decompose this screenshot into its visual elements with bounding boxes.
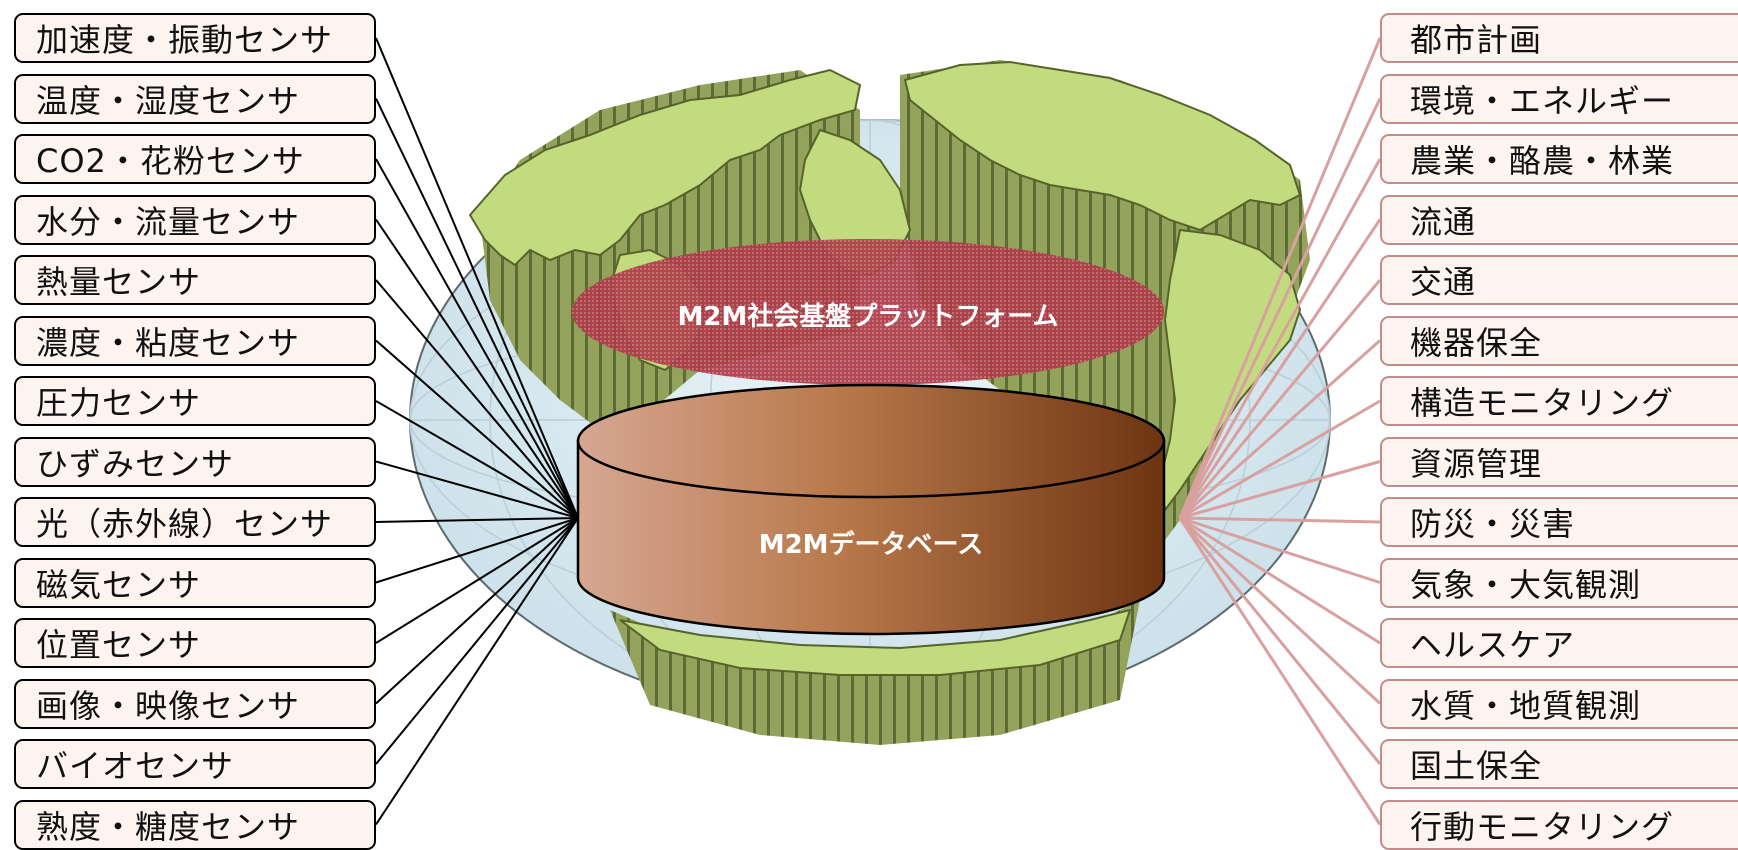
application-connector: [1179, 516, 1381, 524]
application-connector: [1179, 460, 1381, 520]
sensor-item: 濃度・粘度センサ: [14, 315, 376, 366]
sensor-item: 温度・湿度センサ: [14, 73, 376, 124]
sensor-connector: [375, 400, 579, 519]
sensor-item: 画像・映像センサ: [14, 678, 376, 729]
application-connector: [1179, 339, 1381, 520]
sensor-connector: [375, 218, 579, 519]
application-item: 機器保全: [1380, 315, 1738, 366]
application-connector: [1178, 158, 1382, 519]
application-item: 都市計画: [1380, 13, 1738, 63]
application-connector: [1179, 399, 1381, 520]
application-connector: [1178, 516, 1382, 705]
application-connector: [1179, 516, 1381, 584]
platform-ellipse: [572, 239, 1164, 385]
sensor-connector: [375, 517, 579, 826]
sensor-connector: [375, 158, 579, 519]
application-item: 資源管理: [1380, 436, 1738, 487]
sensor-connector: [375, 517, 579, 705]
connector-lines: [375, 37, 1382, 826]
south-landmass: [619, 608, 1132, 676]
application-connector: [1178, 279, 1382, 519]
sensor-item: CO2・花粉センサ: [14, 134, 376, 184]
platform-label: M2M社会基盤プラットフォーム: [677, 302, 1059, 332]
application-item: 防災・災害: [1380, 497, 1738, 547]
sensor-connector: [375, 339, 579, 519]
application-item: 環境・エネルギー: [1380, 73, 1738, 124]
application-item: 交通: [1380, 255, 1738, 305]
application-item: 国土保全: [1380, 739, 1738, 789]
database-label: M2Mデータベース: [758, 530, 984, 560]
application-connector: [1178, 97, 1382, 519]
application-item: 行動モニタリング: [1380, 799, 1738, 850]
application-item: 構造モニタリング: [1380, 376, 1738, 426]
application-connector: [1178, 517, 1382, 765]
sensor-item: ひずみセンサ: [14, 436, 376, 487]
database-cylinder: [576, 383, 1166, 636]
application-connector: [1179, 516, 1381, 645]
sensor-item: 熟度・糖度センサ: [14, 799, 376, 850]
sensor-item: 磁気センサ: [14, 557, 376, 608]
application-item: 農業・酪農・林業: [1380, 134, 1738, 184]
sensor-item: バイオセンサ: [14, 739, 376, 789]
sensor-connector: [375, 460, 579, 519]
sensor-connector: [375, 279, 579, 519]
sensor-connector: [375, 37, 579, 519]
sensor-connector: [375, 517, 579, 644]
sensor-item: 熱量センサ: [14, 255, 376, 305]
sensor-item: 加速度・振動センサ: [14, 13, 376, 63]
application-item: 気象・大気観測: [1380, 557, 1738, 608]
application-connector: [1178, 517, 1382, 826]
sensor-item: 圧力センサ: [14, 376, 376, 426]
application-item: ヘルスケア: [1380, 618, 1738, 668]
application-connector: [1178, 218, 1382, 519]
sensor-item: 光（赤外線）センサ: [14, 497, 376, 547]
sensor-connector: [375, 517, 579, 584]
sensor-connector: [375, 517, 579, 765]
sensor-connector: [375, 517, 579, 523]
sensor-item: 水分・流量センサ: [14, 194, 376, 245]
application-connector: [1178, 37, 1382, 519]
application-item: 水質・地質観測: [1380, 678, 1738, 729]
sensor-connector: [375, 98, 579, 519]
application-item: 流通: [1380, 194, 1738, 245]
sensor-item: 位置センサ: [14, 618, 376, 668]
